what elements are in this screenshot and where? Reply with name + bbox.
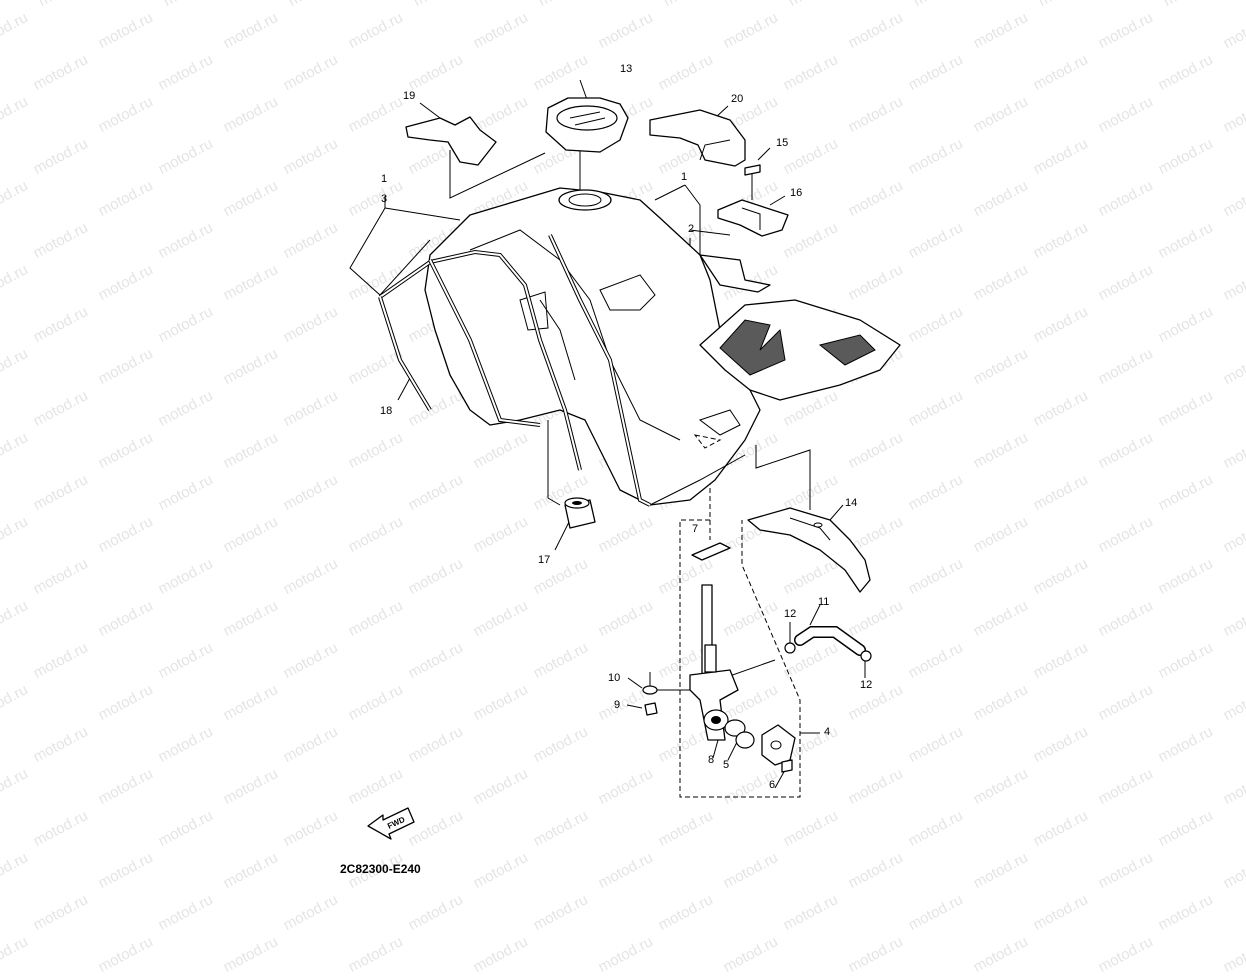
callout-12-top: 12 [784,608,797,620]
watermark-text: motod.ru [720,933,782,976]
watermark-text: motod.ru [595,933,657,976]
watermark-text: motod.ru [470,933,532,976]
callout-13: 13 [620,63,633,75]
bolt-part-15 [744,164,761,192]
bracket-part-16 [717,199,789,237]
watermark-text: motod.ru [1220,933,1246,976]
fwd-arrow-icon: FWD [367,807,415,840]
hose-part-11 [794,626,866,656]
callout-7: 7 [692,523,699,535]
callout-3: 3 [381,193,388,205]
watermark-text: motod.ru [220,933,282,976]
callout-15: 15 [776,137,789,149]
fuel-cap-part-13 [545,97,629,153]
callout-14: 14 [845,497,858,509]
protector-part-14 [747,507,871,593]
callout-17: 17 [538,554,551,566]
callout-6: 6 [769,779,776,791]
watermark-text: motod.ru [345,933,407,976]
pad-part-20 [649,109,746,167]
callout-5: 5 [723,759,730,771]
callout-9: 9 [614,699,621,711]
screw-part-9 [644,702,658,716]
tank-graphic-part-2 [699,299,901,401]
clip-part-12-right [860,650,872,662]
diagram-code: 2C82300-E240 [340,862,421,876]
callout-10: 10 [608,672,621,684]
damper-part-17 [564,497,596,529]
watermark-text: motod.ru [1095,933,1157,976]
fuel-cock-part-4 [689,584,796,773]
watermark-text: motod.ru [845,933,907,976]
callout-1-right: 1 [681,171,688,183]
watermark-text: motod.ru [95,933,157,976]
callout-16: 16 [790,187,803,199]
callout-18: 18 [380,405,393,417]
washer-part-10 [642,685,658,695]
callout-2: 2 [688,223,695,235]
watermark-text: motod.ru [0,933,32,976]
callout-19: 19 [403,90,416,102]
callout-1-left: 1 [381,173,388,185]
callout-20: 20 [731,93,744,105]
clip-part-12-left [784,642,796,654]
callout-12-bottom: 12 [860,679,873,691]
gasket-part-7 [691,542,731,561]
watermark-text: motod.ru [970,933,1032,976]
decal-part-19 [405,116,497,166]
callout-8: 8 [708,754,715,766]
diagram-drawing: FWD [349,79,901,840]
callout-4: 4 [824,726,831,738]
seal-strip-part-18 [378,234,651,507]
callout-11: 11 [818,596,830,608]
